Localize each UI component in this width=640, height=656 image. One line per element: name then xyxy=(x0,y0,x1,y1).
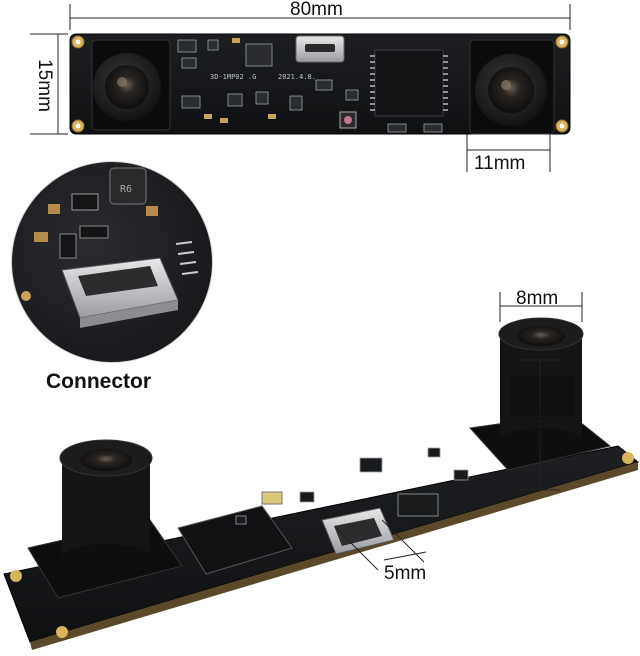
inset-caption: Connector xyxy=(46,370,151,393)
silkscreen-date: 2021.4.8. xyxy=(278,73,316,81)
svg-text:R6: R6 xyxy=(120,184,132,195)
top-view-board: 3D-1MP02 .G 2021.4.8. xyxy=(69,33,571,135)
lens-width-dimension-label: 11mm xyxy=(474,153,526,174)
lens-diameter-dimension-label: 8mm xyxy=(516,288,559,309)
silkscreen-model: 3D-1MP02 .G xyxy=(210,73,256,81)
angled-view-board xyxy=(3,317,640,650)
angled-dimension-lines xyxy=(335,292,583,571)
connector-inset: R6 xyxy=(11,161,213,363)
connector-width-dimension-label: 5mm xyxy=(384,563,427,584)
lens-height-dimension-label: 14mm xyxy=(527,395,549,448)
height-dimension-label: 15mm xyxy=(33,59,55,112)
width-dimension-label: 80mm xyxy=(290,0,343,20)
dimension-lines xyxy=(30,4,571,172)
